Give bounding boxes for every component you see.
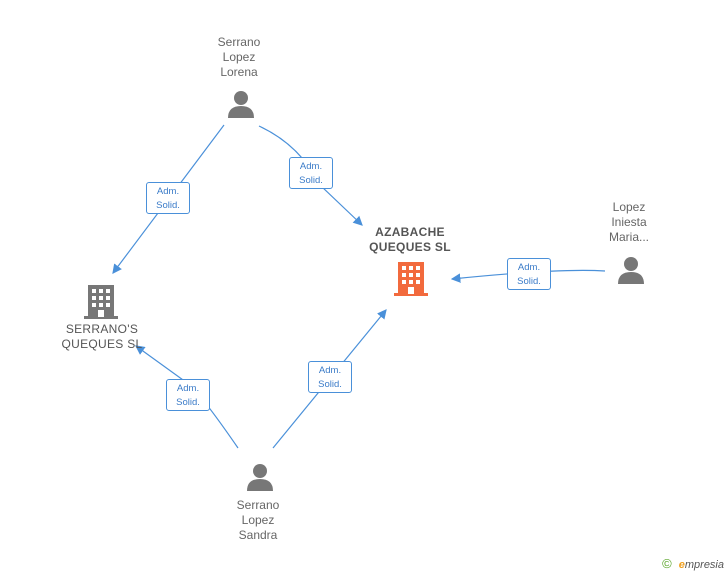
label-line: Lopez	[222, 50, 256, 64]
label-line: Maria...	[608, 230, 649, 244]
copyright-icon: ©	[662, 556, 672, 571]
label-line: SERRANO'S	[65, 322, 139, 336]
node-label-serrano-lorena[interactable]: Serrano Lopez Lorena	[199, 35, 279, 80]
label-line: Sandra	[238, 528, 278, 542]
label-line: QUEQUES SL	[61, 337, 143, 351]
label-line: AZABACHE	[375, 225, 445, 239]
badge-line: Solid.	[318, 379, 342, 390]
building-icon[interactable]	[84, 283, 118, 319]
node-label-serrano-sandra[interactable]: Serrano Lopez Sandra	[218, 498, 298, 543]
edge-badge-lorena-azabache[interactable]: Adm. Solid.	[289, 157, 333, 189]
building-icon[interactable]	[394, 260, 428, 296]
node-label-azabache[interactable]: AZABACHE QUEQUES SL	[350, 225, 470, 255]
person-icon[interactable]	[616, 255, 646, 285]
edge-badge-iniesta-azabache[interactable]: Adm. Solid.	[507, 258, 551, 290]
badge-line: Solid.	[299, 175, 323, 186]
label-line: QUEQUES SL	[369, 240, 451, 254]
edge-badge-lorena-serranos[interactable]: Adm. Solid.	[146, 182, 190, 214]
badge-line: Adm.	[176, 383, 200, 394]
badge-line: Solid.	[176, 397, 200, 408]
label-line: Lorena	[220, 65, 258, 79]
badge-line: Adm.	[517, 262, 541, 273]
node-label-serranos[interactable]: SERRANO'S QUEQUES SL	[42, 322, 162, 352]
badge-line: Solid.	[517, 276, 541, 287]
edge-badge-sandra-azabache[interactable]: Adm. Solid.	[308, 361, 352, 393]
brand-rest: mpresia	[684, 559, 724, 571]
label-line: Serrano	[217, 35, 261, 49]
footer-brand: © empresia	[662, 556, 724, 571]
node-label-lopez-iniesta[interactable]: Lopez Iniesta Maria...	[589, 200, 669, 245]
badge-line: Adm.	[299, 161, 323, 172]
label-line: Lopez	[241, 513, 275, 527]
person-icon[interactable]	[226, 89, 256, 119]
label-line: Iniesta	[611, 215, 647, 229]
edge-badge-sandra-serranos[interactable]: Adm. Solid.	[166, 379, 210, 411]
person-icon[interactable]	[245, 462, 275, 492]
badge-line: Solid.	[156, 200, 180, 211]
badge-line: Adm.	[156, 186, 180, 197]
label-line: Lopez	[612, 200, 646, 214]
brand-initial: e	[678, 559, 685, 571]
badge-line: Adm.	[318, 365, 342, 376]
label-line: Serrano	[236, 498, 280, 512]
brand-logo: empresia	[679, 559, 724, 571]
